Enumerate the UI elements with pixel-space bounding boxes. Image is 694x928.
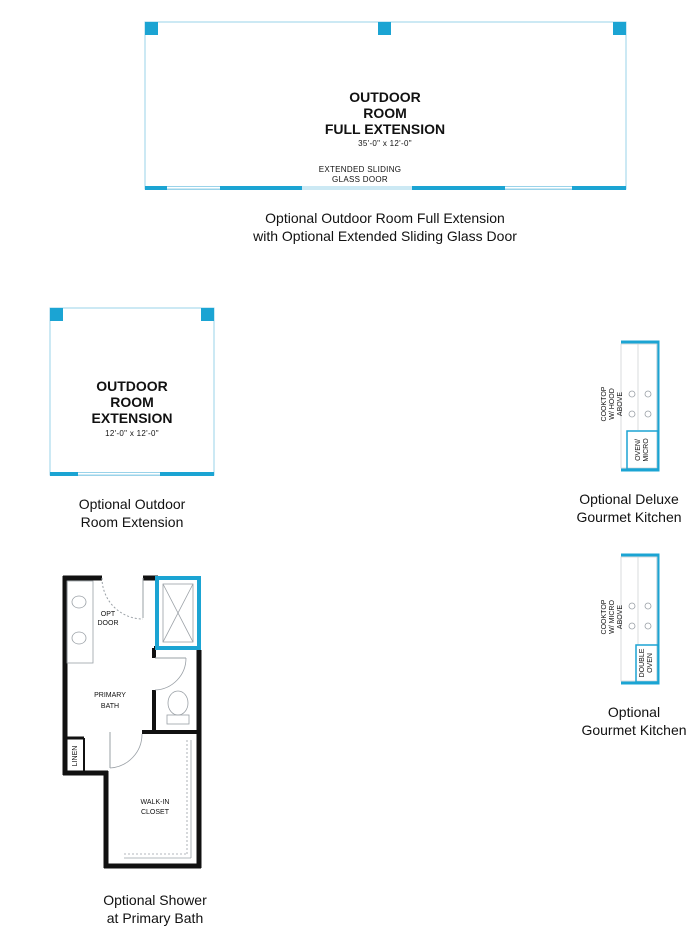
optional-shower xyxy=(155,576,201,650)
deluxe-oven-line-1: OVEN/ xyxy=(635,439,642,461)
deluxe-cooktop-label: COOKTOP W/ HOOD ABOVE xyxy=(601,386,624,421)
gourmet-kitchen-caption-line-2: Gourmet Kitchen xyxy=(581,722,687,738)
outdoor-full-caption-line-2: with Optional Extended Sliding Glass Doo… xyxy=(253,228,517,244)
primary-bath-caption: Optional Shower at Primary Bath xyxy=(75,891,235,927)
opt-door-line-1: OPT xyxy=(101,611,116,618)
outdoor-full-dimensions: 35'-0" x 12'-0" xyxy=(358,139,412,148)
walk-in-closet-line-1: WALK-IN xyxy=(141,799,170,806)
toilet-bowl xyxy=(167,690,189,716)
outdoor-ext-caption: Optional Outdoor Room Extension xyxy=(42,495,222,531)
outdoor-ext-title-line-1: OUTDOOR xyxy=(96,378,168,394)
outdoor-ext-dimensions: 12'-0" x 12'-0" xyxy=(105,429,159,438)
outdoor-full-caption-line-1: Optional Outdoor Room Full Extension xyxy=(265,210,505,226)
vanity-counter xyxy=(66,580,94,664)
toilet-tank xyxy=(166,714,190,725)
primary-bath-caption-line-2: at Primary Bath xyxy=(106,910,204,926)
gourmet-kitchen-plan: COOKTOP W/ MICRO ABOVE DOUBLE OVEN xyxy=(601,553,660,685)
deluxe-oven-line-2: MICRO xyxy=(643,438,650,462)
post-marker xyxy=(201,308,214,321)
outdoor-full-title-line-3: FULL EXTENSION xyxy=(325,121,445,137)
linen-label: LINEN xyxy=(72,746,79,767)
outdoor-ext-title-line-3: EXTENSION xyxy=(92,410,173,426)
post-marker xyxy=(378,22,391,35)
post-marker xyxy=(613,22,626,35)
gourmet-cooktop-label: COOKTOP W/ MICRO ABOVE xyxy=(601,599,624,634)
sink xyxy=(71,595,87,609)
primary-bath-line-1: PRIMARY xyxy=(94,692,126,699)
gourmet-cooktop-line-2: W/ MICRO xyxy=(609,600,616,634)
sink xyxy=(71,631,87,645)
primary-bath-caption-line-1: Optional Shower xyxy=(103,892,207,908)
gourmet-kitchen-caption: Optional Gourmet Kitchen xyxy=(574,703,694,739)
deluxe-cooktop-line-2: W/ HOOD xyxy=(609,388,616,420)
primary-bath-plan: OPT DOOR PRIMARY BATH LINEN WALK-IN CLOS… xyxy=(62,575,202,869)
opt-door-line-2: DOOR xyxy=(98,620,119,627)
primary-bath-line-2: BATH xyxy=(101,703,119,710)
outdoor-room-extension-plan: OUTDOOR ROOM EXTENSION 12'-0" x 12'-0" xyxy=(49,307,215,476)
outdoor-room-full-extension-plan: OUTDOOR ROOM FULL EXTENSION 35'-0" x 12'… xyxy=(144,21,627,190)
door-label-line-1: EXTENDED SLIDING xyxy=(319,165,402,174)
deluxe-cooktop-line-1: COOKTOP xyxy=(601,386,608,421)
gourmet-oven-label: DOUBLE OVEN xyxy=(639,648,654,677)
walk-in-closet-line-2: CLOSET xyxy=(141,809,170,816)
outdoor-ext-caption-line-2: Room Extension xyxy=(80,514,184,530)
linen-text: LINEN xyxy=(72,746,79,767)
deluxe-cooktop-line-3: ABOVE xyxy=(617,392,624,416)
post-marker xyxy=(145,22,158,35)
outdoor-full-title-line-2: ROOM xyxy=(363,105,407,121)
gourmet-cooktop-line-3: ABOVE xyxy=(617,605,624,629)
deluxe-kitchen-caption: Optional Deluxe Gourmet Kitchen xyxy=(564,490,694,526)
outdoor-ext-caption-line-1: Optional Outdoor xyxy=(78,496,186,512)
outdoor-ext-title-line-2: ROOM xyxy=(110,394,154,410)
gourmet-cooktop-line-1: COOKTOP xyxy=(601,599,608,634)
deluxe-oven-label: OVEN/ MICRO xyxy=(635,438,650,462)
gourmet-oven-line-1: DOUBLE xyxy=(639,648,646,677)
outdoor-full-caption: Optional Outdoor Room Full Extension wit… xyxy=(225,209,545,245)
gourmet-oven-line-2: OVEN xyxy=(647,653,654,673)
door-label-line-2: GLASS DOOR xyxy=(332,175,388,184)
outdoor-full-title-line-1: OUTDOOR xyxy=(349,89,421,105)
deluxe-kitchen-caption-line-1: Optional Deluxe xyxy=(579,491,679,507)
gourmet-kitchen-caption-line-1: Optional xyxy=(607,704,661,720)
deluxe-kitchen-caption-line-2: Gourmet Kitchen xyxy=(576,509,682,525)
deluxe-kitchen-plan: COOKTOP W/ HOOD ABOVE OVEN/ MICRO xyxy=(601,340,660,472)
post-marker xyxy=(50,308,63,321)
